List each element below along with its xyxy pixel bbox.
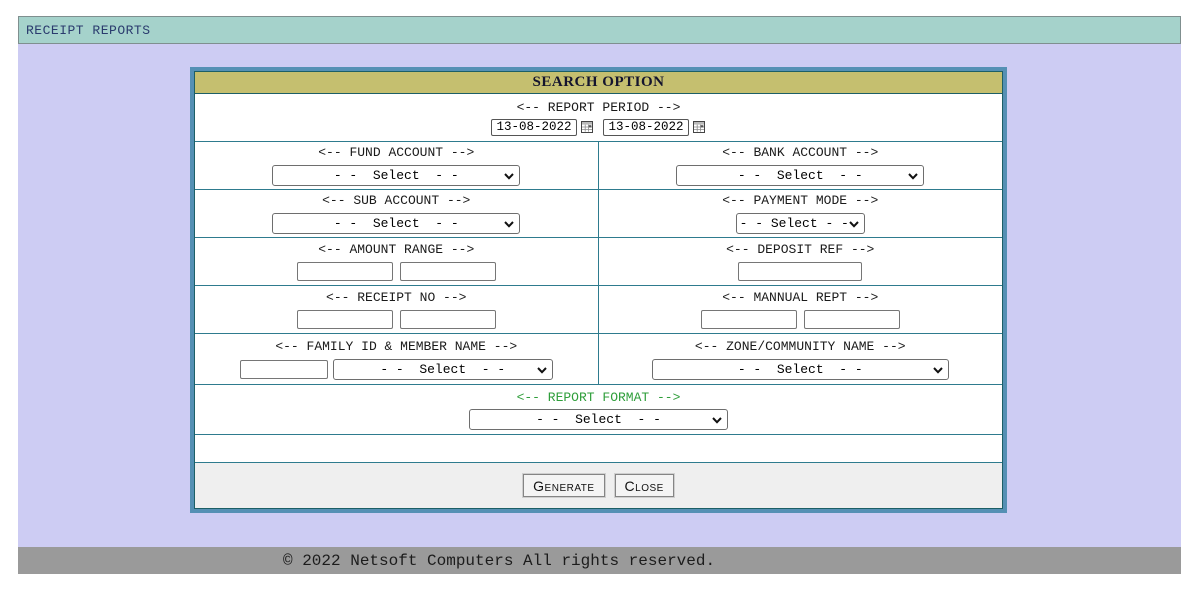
amount-range-min-input[interactable] (296, 262, 393, 281)
chevron-down-icon (504, 221, 514, 228)
report-period-row: <-- REPORT PERIOD --> (195, 94, 1002, 142)
report-format-label: <-- REPORT FORMAT --> (516, 389, 681, 405)
family-inputs: - - Select - - (239, 358, 553, 380)
chevron-down-icon (933, 366, 943, 374)
footer-bar: © 2022 Netsoft Computers All rights rese… (18, 547, 1181, 574)
mannual-rept-to-input[interactable] (803, 310, 900, 329)
family-cell: <-- FAMILY ID & MEMBER NAME --> - - Sele… (195, 334, 599, 384)
report-period-from (491, 118, 594, 136)
mannual-rept-from-input[interactable] (700, 310, 797, 329)
receipt-no-label: <-- RECEIPT NO --> (326, 290, 467, 305)
chevron-down-icon (908, 173, 918, 180)
family-id-member-label: <-- FAMILY ID & MEMBER NAME --> (275, 338, 518, 354)
report-format-select-value: - - Select - - (536, 411, 661, 427)
amount-deposit-row: <-- AMOUNT RANGE --> <-- DEPOSIT REF --> (195, 238, 1002, 286)
deposit-ref-cell: <-- DEPOSIT REF --> (599, 238, 1003, 285)
panel-actions-row: Generate Close (195, 463, 1002, 508)
sub-account-cell: <-- SUB ACCOUNT --> - - Select - - (195, 190, 599, 237)
sub-account-select[interactable]: - - Select - - (272, 213, 521, 234)
zone-community-select-value: - - Select - - (737, 361, 863, 377)
calendar-icon[interactable] (580, 120, 594, 134)
bank-account-select[interactable]: - - Select - - (676, 165, 925, 186)
zone-cell: <-- ZONE/COMMUNITY NAME --> - - Select -… (599, 334, 1003, 384)
close-button[interactable]: Close (613, 473, 675, 498)
chevron-down-icon (849, 221, 859, 228)
zone-community-label: <-- ZONE/COMMUNITY NAME --> (694, 338, 906, 354)
member-name-select-value: - - Select - - (380, 361, 506, 377)
payment-mode-select[interactable]: - - Select - - (735, 213, 865, 234)
mannual-rept-label: <-- MANNUAL REPT --> (722, 290, 879, 305)
zone-community-select[interactable]: - - Select - - (651, 358, 949, 380)
payment-mode-select-value: - - Select - - (739, 216, 849, 231)
receipt-no-from-input[interactable] (296, 310, 393, 329)
bank-account-select-value: - - Select - - (737, 168, 863, 183)
sub-payment-row: <-- SUB ACCOUNT --> - - Select - - <-- P… (195, 190, 1002, 238)
fund-account-cell: <-- FUND ACCOUNT --> - - Select - - (195, 142, 599, 189)
chevron-down-icon (504, 173, 514, 180)
amount-range-max-input[interactable] (399, 262, 496, 281)
copyright-text: © 2022 Netsoft Computers All rights rese… (283, 551, 716, 570)
report-period-to (603, 118, 706, 136)
family-id-input[interactable] (239, 359, 328, 379)
amount-range-cell: <-- AMOUNT RANGE --> (195, 238, 599, 285)
mannual-rept-cell: <-- MANNUAL REPT --> (599, 286, 1003, 333)
search-panel: SEARCH OPTION <-- REPORT PERIOD --> (190, 67, 1007, 513)
sub-account-select-value: - - Select - - (333, 216, 459, 231)
report-period-from-input[interactable] (491, 118, 577, 136)
receipt-mannual-row: <-- RECEIPT NO --> <-- MANNUAL REPT --> (195, 286, 1002, 334)
receipt-no-cell: <-- RECEIPT NO --> (195, 286, 599, 333)
report-format-row: <-- REPORT FORMAT --> - - Select - - (195, 385, 1002, 435)
fund-account-select-value: - - Select - - (333, 168, 459, 183)
report-period-label: <-- REPORT PERIOD --> (516, 99, 681, 115)
bank-account-cell: <-- BANK ACCOUNT --> - - Select - - (599, 142, 1003, 189)
calendar-icon[interactable] (692, 120, 706, 134)
member-name-select[interactable]: - - Select - - (332, 358, 553, 380)
chevron-down-icon (537, 366, 547, 374)
report-period-to-input[interactable] (603, 118, 689, 136)
family-zone-row: <-- FAMILY ID & MEMBER NAME --> - - Sele… (195, 334, 1002, 385)
search-panel-inner: SEARCH OPTION <-- REPORT PERIOD --> (194, 71, 1003, 509)
app-header-bar: RECEIPT REPORTS (18, 16, 1181, 44)
receipt-no-inputs (296, 310, 496, 329)
panel-title: SEARCH OPTION (195, 72, 1002, 94)
amount-range-label: <-- AMOUNT RANGE --> (318, 242, 475, 257)
report-period-inputs (491, 118, 706, 136)
report-format-select[interactable]: - - Select - - (469, 408, 728, 430)
mannual-rept-inputs (700, 310, 900, 329)
chevron-down-icon (712, 416, 722, 424)
fund-account-select[interactable]: - - Select - - (272, 165, 521, 186)
sub-account-label: <-- SUB ACCOUNT --> (322, 193, 471, 208)
payment-mode-cell: <-- PAYMENT MODE --> - - Select - - (599, 190, 1003, 237)
deposit-ref-input[interactable] (738, 262, 863, 281)
amount-range-inputs (296, 262, 496, 281)
page-title: RECEIPT REPORTS (26, 22, 151, 38)
bank-account-label: <-- BANK ACCOUNT --> (722, 145, 879, 160)
fund-account-label: <-- FUND ACCOUNT --> (318, 145, 475, 160)
fund-bank-row: <-- FUND ACCOUNT --> - - Select - - <-- … (195, 142, 1002, 190)
spacer-row (195, 435, 1002, 463)
generate-button[interactable]: Generate (522, 473, 606, 498)
receipt-no-to-input[interactable] (399, 310, 496, 329)
deposit-ref-label: <-- DEPOSIT REF --> (726, 242, 875, 257)
payment-mode-label: <-- PAYMENT MODE --> (722, 193, 879, 208)
